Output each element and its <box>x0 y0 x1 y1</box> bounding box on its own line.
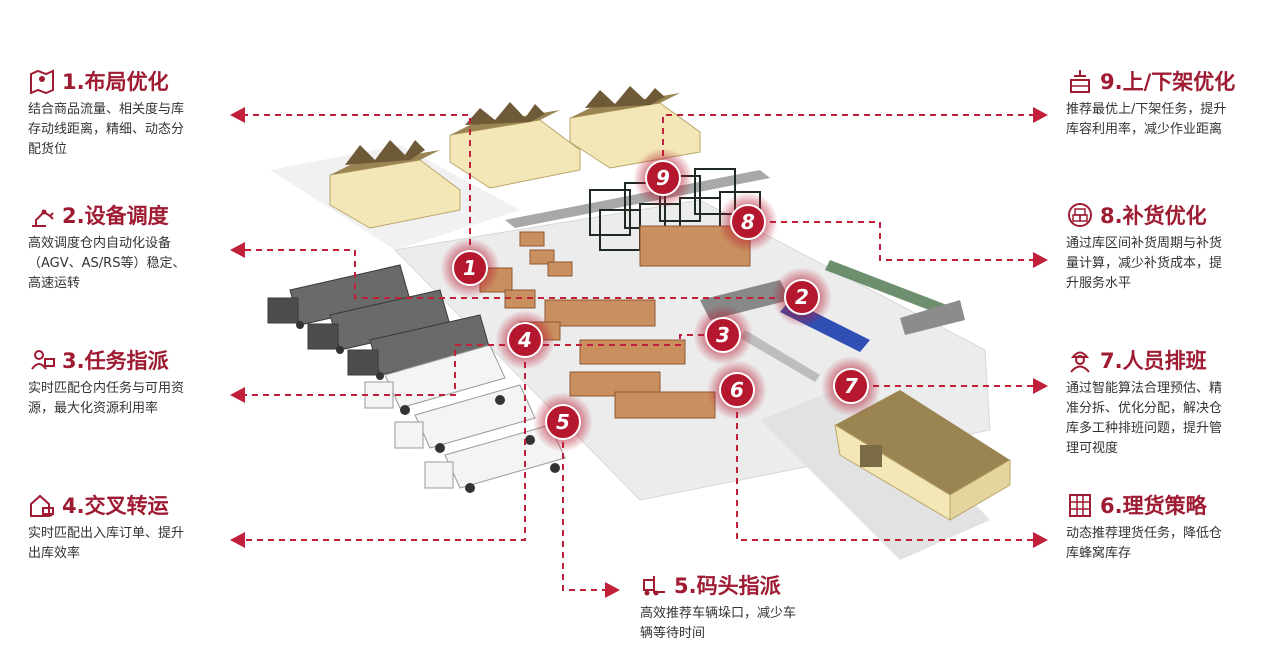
feature-9-title: 9.上/下架优化 <box>1100 70 1236 94</box>
feature-1-title: 1.布局优化 <box>62 70 169 94</box>
cargo-boxes <box>479 225 751 419</box>
feature-7-desc-line: 库多工种排班问题，提升管 <box>1066 421 1223 436</box>
feature-5-desc-line: 高效推荐车辆垛口，减少车 <box>640 606 797 621</box>
feature-8-title: 8.补货优化 <box>1100 204 1207 228</box>
feature-2-desc-line: 高效调度仓内自动化设备 <box>28 236 172 251</box>
connector-lines <box>240 114 1040 591</box>
feature-5-desc-line: 辆等待时间 <box>640 626 706 641</box>
marker-number: 3 <box>716 323 730 347</box>
marker-number: 5 <box>556 410 570 434</box>
feature-1: 1.布局优化 结合商品流量、相关度与库 存动线距离，精细、动态分 配货位 <box>28 66 228 160</box>
feature-3-desc-line: 实时匹配仓内任务与可用资 <box>28 381 185 396</box>
marker-9: 9 <box>633 148 693 208</box>
feature-9: 9.上/下架优化 推荐最优上/下架任务，提升 库容利用率，减少作业距离 <box>1066 66 1276 140</box>
top-buildings <box>329 86 701 229</box>
feature-2: 2.设备调度 高效调度仓内自动化设备 （AGV、AS/RS等）稳定、 高速运转 <box>28 200 228 294</box>
feature-9-desc-line: 库容利用率，减少作业距离 <box>1066 122 1223 137</box>
feature-2-title: 2.设备调度 <box>62 204 169 228</box>
marker-7: 7 <box>821 356 881 416</box>
marker-3: 3 <box>693 305 753 365</box>
feature-9-desc-line: 推荐最优上/下架任务，提升 <box>1066 102 1227 117</box>
marker-number: 4 <box>517 328 532 352</box>
marker-number: 9 <box>656 166 670 190</box>
boxes-icon <box>1068 203 1092 227</box>
feature-3-desc-line: 源，最大化资源利用率 <box>28 401 159 416</box>
feature-6: 6.理货策略 动态推荐理货任务，降低仓 库蜂窝库存 <box>1066 490 1266 564</box>
feature-3: 3.任务指派 实时匹配仓内任务与可用资 源，最大化资源利用率 <box>28 345 228 419</box>
green-conveyor <box>825 260 960 320</box>
feature-8-desc-line: 量计算，减少补货成本，提 <box>1066 256 1223 271</box>
marker-5: 5 <box>533 392 593 452</box>
white-trucks <box>364 344 566 489</box>
feature-7-desc-line: 通过智能算法合理预估、精 <box>1066 381 1223 396</box>
worker-icon <box>1070 351 1090 373</box>
arrowheads <box>230 107 1048 598</box>
feature-1-desc-line: 存动线距离，精细、动态分 <box>28 122 185 137</box>
feature-7-desc-line: 准分拆、优化分配，解决仓 <box>1066 401 1223 416</box>
marker-number: 2 <box>795 285 809 309</box>
shelf-icon <box>1069 494 1091 517</box>
feature-6-desc-line: 库蜂窝库存 <box>1066 546 1132 561</box>
marker-1: 1 <box>440 238 500 298</box>
right-building <box>834 390 1011 521</box>
marker-6: 6 <box>707 360 767 420</box>
feature-8-desc-line: 通过库区间补货周期与补货 <box>1066 236 1223 251</box>
feature-4-title: 4.交叉转运 <box>62 494 169 518</box>
marker-number: 6 <box>730 378 744 402</box>
feature-7-desc-line: 理可视度 <box>1066 441 1119 456</box>
warehouse-truck-icon <box>30 494 54 517</box>
marker-number: 1 <box>463 256 477 280</box>
feature-7-title: 7.人员排班 <box>1100 349 1207 373</box>
marker-4: 4 <box>495 310 555 370</box>
feature-4-desc-line: 出库效率 <box>28 546 81 561</box>
feature-1-desc-line: 配货位 <box>28 142 68 157</box>
dark-trucks <box>267 264 491 376</box>
feature-5: 5.码头指派 高效推荐车辆垛口，减少车 辆等待时间 <box>640 570 860 644</box>
feature-2-desc-line: 高速运转 <box>28 276 81 291</box>
marker-2: 2 <box>772 267 832 327</box>
marker-number: 8 <box>741 210 755 234</box>
feature-7: 7.人员排班 通过智能算法合理预估、精 准分拆、优化分配，解决仓 库多工种排班问… <box>1066 345 1266 459</box>
feature-8-desc-line: 升服务水平 <box>1066 276 1132 291</box>
feature-5-title: 5.码头指派 <box>674 574 781 598</box>
feature-3-title: 3.任务指派 <box>62 349 169 373</box>
robot-arm-icon <box>32 209 54 227</box>
crane-icon <box>1070 70 1090 93</box>
feature-4: 4.交叉转运 实时匹配出入库订单、提升 出库效率 <box>28 490 228 564</box>
marker-number: 7 <box>844 374 858 398</box>
map-pin-icon <box>30 69 54 94</box>
feature-6-desc-line: 动态推荐理货任务，降低仓 <box>1066 526 1223 541</box>
marker-8: 8 <box>718 192 778 252</box>
feature-8: 8.补货优化 通过库区间补货周期与补货 量计算，减少补货成本，提 升服务水平 <box>1066 200 1266 294</box>
feature-1-desc-line: 结合商品流量、相关度与库 <box>28 102 185 117</box>
conveyor <box>505 170 770 228</box>
feature-4-desc-line: 实时匹配出入库订单、提升 <box>28 526 185 541</box>
worker-desk-icon <box>31 350 55 370</box>
feature-6-title: 6.理货策略 <box>1100 494 1207 518</box>
feature-2-desc-line: （AGV、AS/RS等）稳定、 <box>28 256 186 271</box>
forklift-icon <box>643 576 665 596</box>
